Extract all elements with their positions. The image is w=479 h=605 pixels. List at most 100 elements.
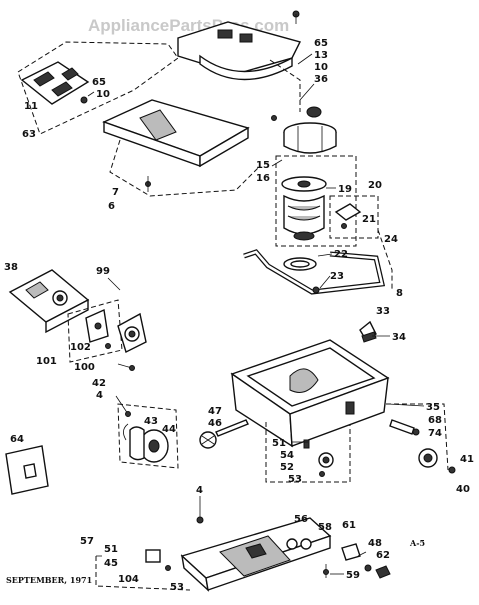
grille-panel-part[interactable] (20, 61, 90, 105)
callout-62: 62 (376, 550, 390, 561)
callout-63: 63 (22, 129, 36, 140)
callout-15: 15 (256, 160, 270, 171)
callout-104: 104 (118, 574, 139, 585)
grille-group-outline (17, 41, 179, 135)
callout-61: 61 (342, 520, 356, 531)
motor-assembly-part[interactable] (281, 176, 327, 241)
callout-38: 38 (4, 262, 18, 273)
bracket-group-outline (329, 195, 379, 239)
callout-36: 36 (314, 74, 328, 85)
callout-21: 21 (362, 214, 376, 225)
float-switch-group-outline (265, 422, 351, 483)
drain-knob-part[interactable] (418, 448, 456, 474)
callout-45: 45 (104, 558, 118, 569)
fan-leader-dash (269, 59, 301, 112)
callout-65: 65 (314, 38, 328, 49)
callout-labels: 65 13 10 36 65 10 11 63 7 6 15 16 19 20 … (4, 38, 474, 593)
callout-42: 42 (92, 378, 106, 389)
base-foot-screw-part[interactable] (323, 564, 329, 578)
callout-10: 10 (96, 89, 110, 100)
leader-lines (87, 53, 425, 575)
callout-56: 56 (294, 514, 308, 525)
tray-screw-part[interactable] (145, 176, 151, 192)
callout-24: 24 (384, 234, 398, 245)
pump-motor-part[interactable] (123, 423, 169, 463)
ring-inner (290, 260, 310, 268)
switch-screw-part[interactable] (117, 363, 135, 371)
mounting-bracket-part[interactable] (334, 203, 362, 229)
callout-53: 53 (170, 582, 184, 593)
rotary-switch-part[interactable] (117, 312, 147, 353)
callout-53: 53 (288, 474, 302, 485)
filter-group-outline (109, 139, 261, 197)
callout-11: 11 (24, 101, 38, 112)
callout-6: 6 (108, 201, 115, 212)
label-card-part[interactable] (5, 445, 49, 495)
upper-housing-part[interactable] (177, 10, 302, 81)
control-bracket-part[interactable] (85, 308, 109, 343)
callout-100: 100 (74, 362, 95, 373)
callout-48: 48 (368, 538, 382, 549)
bracket-screw-part[interactable] (105, 343, 111, 349)
base-screw-part[interactable] (196, 496, 204, 524)
page-code: A-5 (409, 538, 425, 548)
base-chassis-part[interactable] (180, 517, 332, 592)
callout-43: 43 (144, 416, 158, 427)
control-group-outline (67, 299, 123, 363)
base-group-outline (95, 556, 191, 591)
pump-motor-group-outline (117, 403, 179, 469)
callout-74: 74 (428, 428, 442, 439)
callout-68: 68 (428, 415, 442, 426)
callout-8: 8 (396, 288, 403, 299)
motor-group-outline (275, 155, 357, 247)
footer-date: SEPTEMBER, 1971 (6, 575, 92, 585)
clip-bracket-part[interactable] (359, 320, 377, 343)
drain-group-outline (386, 403, 449, 471)
callout-13: 13 (314, 50, 328, 61)
callout-65: 65 (92, 77, 106, 88)
drain-screw-part[interactable] (389, 419, 420, 436)
callout-51: 51 (272, 438, 286, 449)
pushbutton-part[interactable] (341, 543, 391, 579)
callout-4: 4 (196, 485, 203, 496)
fan-wheel-part[interactable] (283, 106, 337, 154)
callout-59: 59 (346, 570, 360, 581)
callout-19: 19 (338, 184, 352, 195)
callout-10: 10 (314, 62, 328, 73)
water-tank-part[interactable] (230, 339, 390, 448)
callout-102: 102 (70, 342, 91, 353)
callout-46: 46 (208, 418, 222, 429)
drain-tube-part[interactable] (243, 249, 386, 295)
filter-tray-part[interactable] (102, 99, 250, 168)
tube-clip-part[interactable] (312, 286, 320, 294)
callout-4: 4 (96, 390, 103, 401)
callout-57: 57 (80, 536, 94, 547)
callout-52: 52 (280, 462, 294, 473)
tube-leader-dash (377, 229, 393, 290)
callout-47: 47 (208, 406, 222, 417)
capacitor-part[interactable] (145, 549, 171, 571)
callout-51: 51 (104, 544, 118, 555)
callout-16: 16 (256, 173, 270, 184)
callout-64: 64 (10, 434, 24, 445)
callout-58: 58 (318, 522, 332, 533)
callout-20: 20 (368, 180, 382, 191)
callout-35: 35 (426, 402, 440, 413)
callout-99: 99 (96, 266, 110, 277)
washer-part[interactable] (271, 115, 277, 121)
callout-44: 44 (162, 424, 176, 435)
callout-7: 7 (112, 187, 119, 198)
callout-22: 22 (334, 249, 348, 260)
callout-54: 54 (280, 450, 294, 461)
callout-101: 101 (36, 356, 57, 367)
float-assembly-part[interactable] (199, 419, 249, 449)
callout-34: 34 (392, 332, 406, 343)
motor-screw-part[interactable] (115, 395, 131, 417)
float-switch-part[interactable] (303, 439, 334, 477)
bushing-part[interactable] (286, 538, 312, 550)
control-box-part[interactable] (8, 269, 90, 334)
screw-part[interactable] (80, 96, 88, 104)
callout-41: 41 (460, 454, 474, 465)
